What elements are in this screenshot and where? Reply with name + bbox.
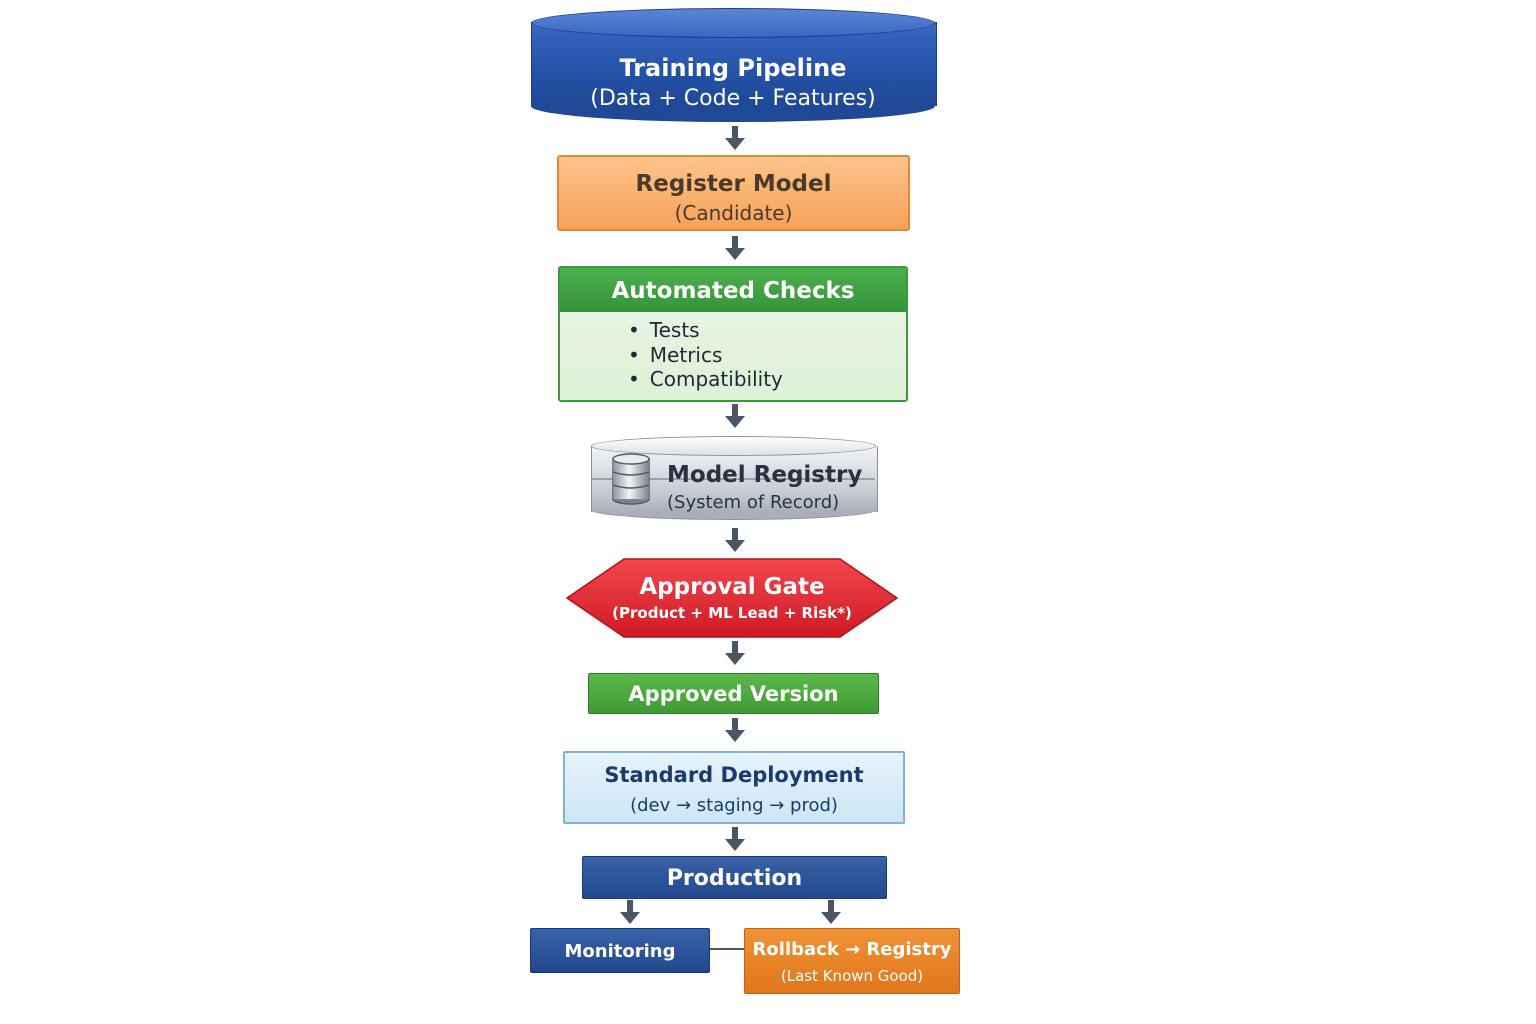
training-pipeline-subtitle: (Data + Code + Features) [590,86,876,111]
arrow-down-icon [725,236,745,262]
checks-list: Tests Metrics Compatibility [628,318,783,392]
monitoring-rollback-connector [710,948,744,950]
automated-checks-header: Automated Checks [560,268,906,312]
training-pipeline-title: Training Pipeline [619,54,847,82]
rollback-subtitle: (Last Known Good) [780,967,924,985]
arrow-down-icon [620,900,640,926]
model-registry-subtitle: (System of Record) [667,492,840,513]
approval-gate-subtitle: (Product + ML Lead + Risk*) [612,604,852,622]
list-item: Compatibility [628,367,783,392]
arrow-down-icon [821,900,841,926]
arrow-down-icon [725,404,745,430]
arrow-down-icon [725,641,745,667]
register-model-node: Register Model (Candidate) [557,155,910,231]
database-icon [612,453,650,505]
approved-version-title: Approved Version [628,682,839,706]
monitoring-node: Monitoring [530,928,710,973]
standard-deployment-node: Standard Deployment (dev → staging → pro… [563,751,905,824]
register-model-title: Register Model [635,171,832,197]
model-registry-title: Model Registry [667,462,863,488]
rollback-node: Rollback → Registry (Last Known Good) [744,928,960,994]
automated-checks-title: Automated Checks [611,278,855,304]
training-pipeline-node: Training Pipeline (Data + Code + Feature… [531,8,937,122]
list-item: Tests [628,318,783,343]
standard-deployment-title: Standard Deployment [604,763,864,787]
monitoring-title: Monitoring [564,941,676,962]
arrow-down-icon [725,827,745,853]
production-node: Production [582,856,887,899]
gate-hexagon-shape [566,558,898,638]
arrow-down-icon [725,126,745,152]
list-item: Metrics [628,343,783,368]
model-registry-node: Model Registry (System of Record) [591,436,878,522]
rollback-title: Rollback → Registry [752,939,952,960]
standard-deployment-subtitle: (dev → staging → prod) [630,795,838,816]
approval-gate-title: Approval Gate [639,574,825,600]
register-model-subtitle: (Candidate) [674,201,793,225]
automated-checks-node: Automated Checks Tests Metrics Compatibi… [558,266,908,402]
production-title: Production [666,866,803,891]
approval-gate-node: Approval Gate (Product + ML Lead + Risk*… [566,558,898,638]
approved-version-node: Approved Version [588,673,879,714]
arrow-down-icon [725,528,745,554]
arrow-down-icon [725,718,745,744]
